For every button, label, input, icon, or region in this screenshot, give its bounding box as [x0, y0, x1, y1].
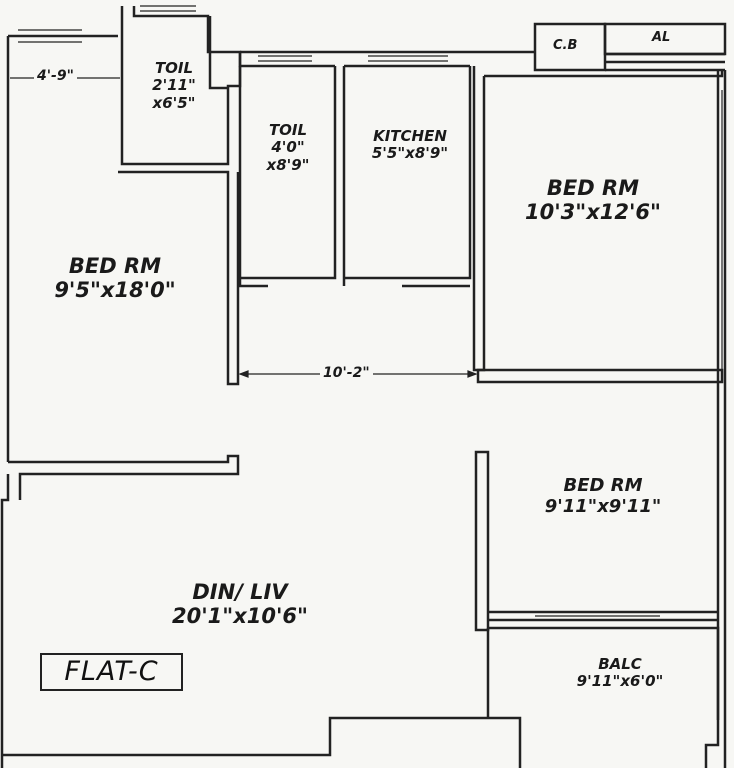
bedroom-mid-right-bottom-wall [488, 610, 718, 622]
bedroom-top-right-label: BED RM 10'3"x12'6" [525, 176, 661, 225]
bedroom-left-bottom-wall [8, 454, 240, 500]
bedroom-left-right-wall [118, 170, 240, 386]
toilet-small-inner [208, 16, 228, 90]
window-left-top [18, 29, 82, 43]
kitchen-label: KITCHEN 5'5"x8'9" [371, 127, 449, 163]
outer-wall-left-lower [0, 474, 10, 768]
outer-wall-bottom [2, 716, 522, 768]
window-right-top [717, 90, 723, 380]
corridor-dimension: 10'-2" [320, 365, 373, 381]
toilet-small-label: TOIL 2'11" x6'5" [152, 59, 196, 112]
cb-label: C.B [553, 38, 578, 53]
bedroom-left-label: BED RM 9'5"x18'0" [54, 254, 176, 303]
central-top-wall [238, 50, 535, 68]
bedroom-top-right-top-wall [484, 70, 724, 78]
outer-wall [6, 34, 118, 462]
toilet-large-label: TOIL 4'0" x8'9" [266, 121, 310, 174]
flat-title: FLAT-C [40, 653, 183, 691]
outer-wall-right [704, 70, 727, 768]
toilet-large-walls [238, 66, 337, 288]
window-toilet-large [258, 55, 312, 67]
al-label: AL [652, 30, 671, 45]
bedroom-top-right-left-wall [472, 66, 486, 372]
bedroom-mid-right-label: BED RM 9'11"x9'11" [544, 475, 662, 517]
balcony-label: BALC 9'11"x6'0" [576, 655, 664, 691]
window-toilet-small [140, 5, 196, 17]
dining-living-label: DIN/ LIV 20'1"x10'6" [172, 580, 308, 629]
window-kitchen [368, 55, 448, 67]
balcony-walls [486, 626, 720, 720]
kitchen-walls [342, 66, 472, 288]
bedroom-mid-right-left-wall [474, 450, 490, 632]
bedroom-top-right-bottom-wall [476, 368, 724, 384]
passage-dimension: 4'-9" [34, 68, 77, 84]
